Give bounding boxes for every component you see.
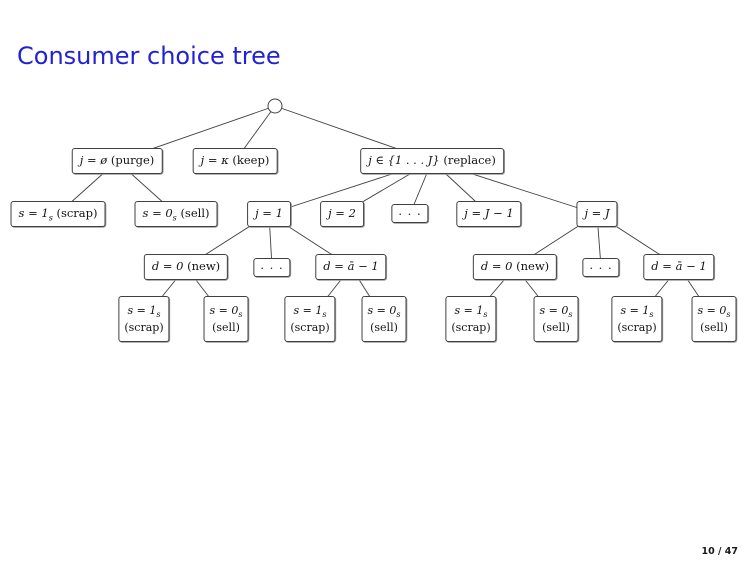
slide-title: Consumer choice tree: [17, 42, 281, 70]
node-d-ellipsis-right: . . .: [582, 258, 620, 277]
leaf-node: s = 1s (scrap): [611, 296, 663, 343]
node-d-abar-right: d = ā − 1: [643, 254, 715, 280]
node-replace: j ∈ {1 . . . J} (replace): [360, 148, 504, 174]
node-d-abar-left: d = ā − 1: [315, 254, 387, 280]
leaf-node: s = 0s (sell): [691, 296, 737, 343]
root-node: [267, 98, 283, 114]
leaf-node: s = 1s (scrap): [445, 296, 497, 343]
node-d0-left: d = 0 (new): [143, 254, 229, 280]
node-d0-right: d = 0 (new): [472, 254, 558, 280]
node-j-ellipsis: . . .: [391, 204, 429, 223]
node-j-J-minus-1: j = J − 1: [456, 201, 522, 227]
page-number: 10 / 47: [701, 546, 738, 557]
node-scrap-purge: s = 1s (scrap): [10, 201, 106, 227]
leaf-node: s = 1s (scrap): [118, 296, 170, 343]
leaf-node: s = 1s (scrap): [284, 296, 336, 343]
leaf-node: s = 0s (sell): [533, 296, 579, 343]
node-j-J: j = J: [576, 201, 618, 227]
node-purge: j = ø (purge): [71, 148, 163, 174]
leaf-node: s = 0s (sell): [203, 296, 249, 343]
node-j-1: j = 1: [247, 201, 291, 227]
node-d-ellipsis-left: . . .: [253, 258, 291, 277]
node-keep: j = κ (keep): [192, 148, 278, 174]
leaf-node: s = 0s (sell): [361, 296, 407, 343]
node-sell-purge: s = 0s (sell): [134, 201, 218, 227]
node-j-2: j = 2: [320, 201, 364, 227]
